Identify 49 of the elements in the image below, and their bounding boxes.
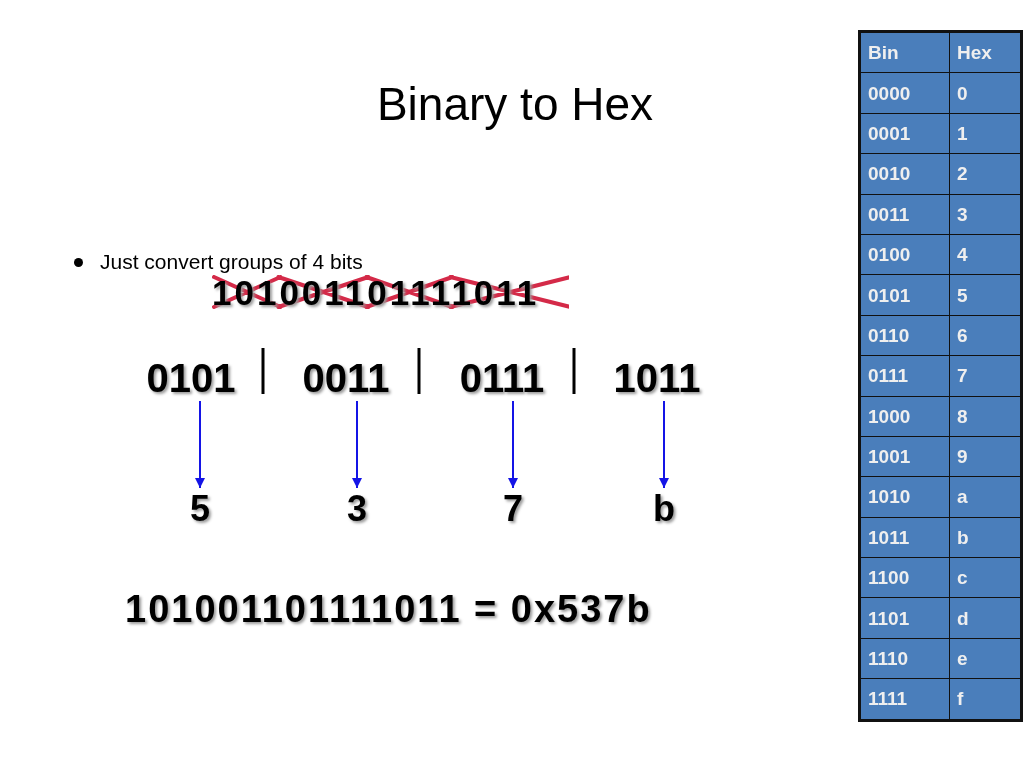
table-cell: 4 — [949, 234, 1022, 275]
table-cell: c — [949, 557, 1022, 598]
table-cell: 0100 — [859, 234, 950, 275]
arrow — [195, 400, 205, 489]
bit-group: 1011 — [613, 355, 701, 401]
table-cell: 1100 — [859, 557, 950, 598]
table-cell: 6 — [949, 315, 1022, 356]
table-cell: 9 — [949, 436, 1022, 477]
table-cell: 1101 — [859, 597, 950, 639]
bullet-text: Just convert groups of 4 bits — [100, 250, 363, 275]
bit-group: 0101 — [146, 355, 236, 401]
hex-digit: 5 — [190, 488, 210, 530]
column-header: Bin — [859, 31, 950, 73]
table-cell: 7 — [949, 355, 1022, 396]
table-cell: f — [949, 678, 1022, 721]
hex-digit: 3 — [347, 488, 367, 530]
table-cell: 0111 — [859, 355, 950, 396]
bit-group: 0011 — [302, 355, 390, 401]
table-cell: 0101 — [859, 274, 950, 316]
result-equation: 101001101111011 = 0x537b — [125, 589, 652, 631]
slide-title: Binary to Hex — [376, 78, 654, 131]
column-header: Hex — [949, 31, 1022, 73]
table-cell: e — [949, 638, 1022, 679]
table-cell: 0010 — [859, 153, 950, 195]
table-cell: 1 — [949, 113, 1022, 154]
hex-digit: b — [653, 488, 675, 530]
arrow — [352, 400, 362, 489]
table-cell: 2 — [949, 153, 1022, 195]
hex-digit: 7 — [503, 488, 523, 530]
table-cell: 5 — [949, 274, 1022, 316]
arrow — [659, 400, 669, 489]
table-cell: 8 — [949, 396, 1022, 437]
table-cell: a — [949, 476, 1022, 518]
table-cell: 0 — [949, 72, 1022, 114]
table-cell: 1010 — [859, 476, 950, 518]
table-cell: 1110 — [859, 638, 950, 679]
table-cell: 0000 — [859, 72, 950, 114]
arrow — [508, 400, 518, 489]
table-cell: b — [949, 517, 1022, 558]
table-cell: 1000 — [859, 396, 950, 437]
table-cell: d — [949, 597, 1022, 639]
table-cell: 0110 — [859, 315, 950, 356]
table-cell: 0011 — [859, 194, 950, 235]
table-cell: 0001 — [859, 113, 950, 154]
table-cell: 1001 — [859, 436, 950, 477]
table-cell: 1011 — [859, 517, 950, 558]
table-cell: 1111 — [859, 678, 950, 721]
bit-group: 0111 — [459, 355, 545, 401]
table-cell: 3 — [949, 194, 1022, 235]
